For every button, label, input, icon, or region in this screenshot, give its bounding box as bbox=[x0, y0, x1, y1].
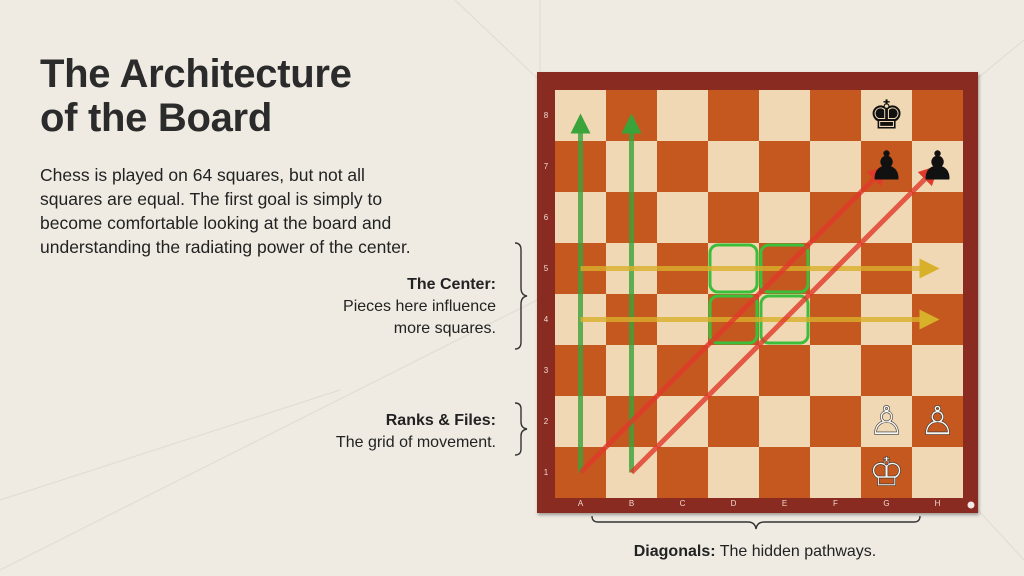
square-f1 bbox=[810, 447, 861, 498]
square-c1 bbox=[657, 447, 708, 498]
rank-label-8: 8 bbox=[544, 111, 549, 120]
square-g8 bbox=[861, 90, 912, 141]
white-pawn-h2: ♙ bbox=[920, 399, 956, 445]
square-h2 bbox=[912, 396, 963, 447]
center-callout-line-2: more squares. bbox=[393, 320, 496, 337]
ranks-files-callout-heading: Ranks & Files: bbox=[385, 412, 496, 429]
square-f8 bbox=[810, 90, 861, 141]
file-label-d: D bbox=[731, 499, 737, 508]
title-line-2: of the Board bbox=[40, 96, 272, 140]
square-d8 bbox=[708, 90, 759, 141]
square-c8 bbox=[657, 90, 708, 141]
white-king-g1: ♔ bbox=[869, 450, 905, 496]
rank-label-6: 6 bbox=[544, 213, 549, 222]
square-f3 bbox=[810, 345, 861, 396]
title-line-1: The Architecture bbox=[40, 52, 352, 96]
square-e3 bbox=[759, 345, 810, 396]
file-label-a: A bbox=[578, 499, 584, 508]
rank-label-7: 7 bbox=[544, 162, 549, 171]
file-label-e: E bbox=[782, 499, 787, 508]
diagonals-caption: Diagonals: The hidden pathways. bbox=[580, 543, 930, 561]
chess-board: 8 7 6 5 4 3 2 1A B C D E F G H ♚ ♟ ♟ ♙ ♙ ♔ bbox=[544, 90, 975, 509]
file-label-g: G bbox=[883, 499, 889, 508]
square-e6 bbox=[759, 192, 810, 243]
rank-label-1: 1 bbox=[544, 468, 549, 477]
ranks-files-callout-line-1: The grid of movement. bbox=[335, 434, 496, 451]
square-h3 bbox=[912, 345, 963, 396]
rank-label-3: 3 bbox=[544, 366, 549, 375]
file-label-b: B bbox=[629, 499, 634, 508]
ranks-files-callout: Ranks & Files: The grid of movement. bbox=[336, 410, 496, 454]
file-label-f: F bbox=[833, 499, 838, 508]
black-pawn-h7: ♟ bbox=[920, 144, 956, 190]
square-c7 bbox=[657, 141, 708, 192]
rank-label-4: 4 bbox=[544, 315, 549, 324]
square-g1 bbox=[861, 447, 912, 498]
square-h1 bbox=[912, 447, 963, 498]
square-d1 bbox=[708, 447, 759, 498]
square-e2 bbox=[759, 396, 810, 447]
square-f7 bbox=[810, 141, 861, 192]
intro-paragraph: Chess is played on 64 squares, but not a… bbox=[40, 165, 411, 257]
diagonals-caption-bold: Diagonals: bbox=[633, 543, 716, 560]
coordinate-labels: 8 7 6 5 4 3 2 1A B C D E F G H bbox=[544, 111, 941, 508]
square-f2 bbox=[810, 396, 861, 447]
center-callout-heading: The Center: bbox=[407, 276, 496, 293]
square-h8 bbox=[912, 90, 963, 141]
arrows-layer bbox=[570, 113, 940, 475]
square-g3 bbox=[861, 345, 912, 396]
square-h6 bbox=[912, 192, 963, 243]
black-king-g8: ♚ bbox=[869, 93, 905, 139]
corner-dot bbox=[967, 501, 975, 509]
square-d6 bbox=[708, 192, 759, 243]
diagonals-brace bbox=[591, 515, 921, 530]
ranks-files-brace bbox=[514, 402, 528, 456]
pieces-layer: ♚ ♟ ♟ ♙ ♙ ♔ bbox=[868, 93, 956, 496]
center-brace bbox=[514, 242, 528, 350]
file-label-c: C bbox=[680, 499, 686, 508]
diagonal-b1-h7-arrow bbox=[629, 165, 939, 475]
file-label-h: H bbox=[935, 499, 941, 508]
rank-label-5: 5 bbox=[544, 264, 549, 273]
square-e7 bbox=[759, 141, 810, 192]
black-pawn-g7: ♟ bbox=[869, 144, 905, 190]
rank-label-2: 2 bbox=[544, 417, 549, 426]
page-title: The Architecture of the Board bbox=[40, 52, 480, 140]
diagonal-a1-g7-arrow bbox=[578, 165, 888, 475]
square-e8 bbox=[759, 90, 810, 141]
center-callout-line-1: Pieces here influence bbox=[343, 298, 496, 315]
square-c6 bbox=[657, 192, 708, 243]
white-pawn-g2: ♙ bbox=[869, 399, 905, 445]
square-d7 bbox=[708, 141, 759, 192]
square-d2 bbox=[708, 396, 759, 447]
square-g2 bbox=[861, 396, 912, 447]
square-e1 bbox=[759, 447, 810, 498]
diagonals-caption-text: The hidden pathways. bbox=[715, 543, 877, 560]
center-callout: The Center: Pieces here influence more s… bbox=[343, 274, 496, 340]
